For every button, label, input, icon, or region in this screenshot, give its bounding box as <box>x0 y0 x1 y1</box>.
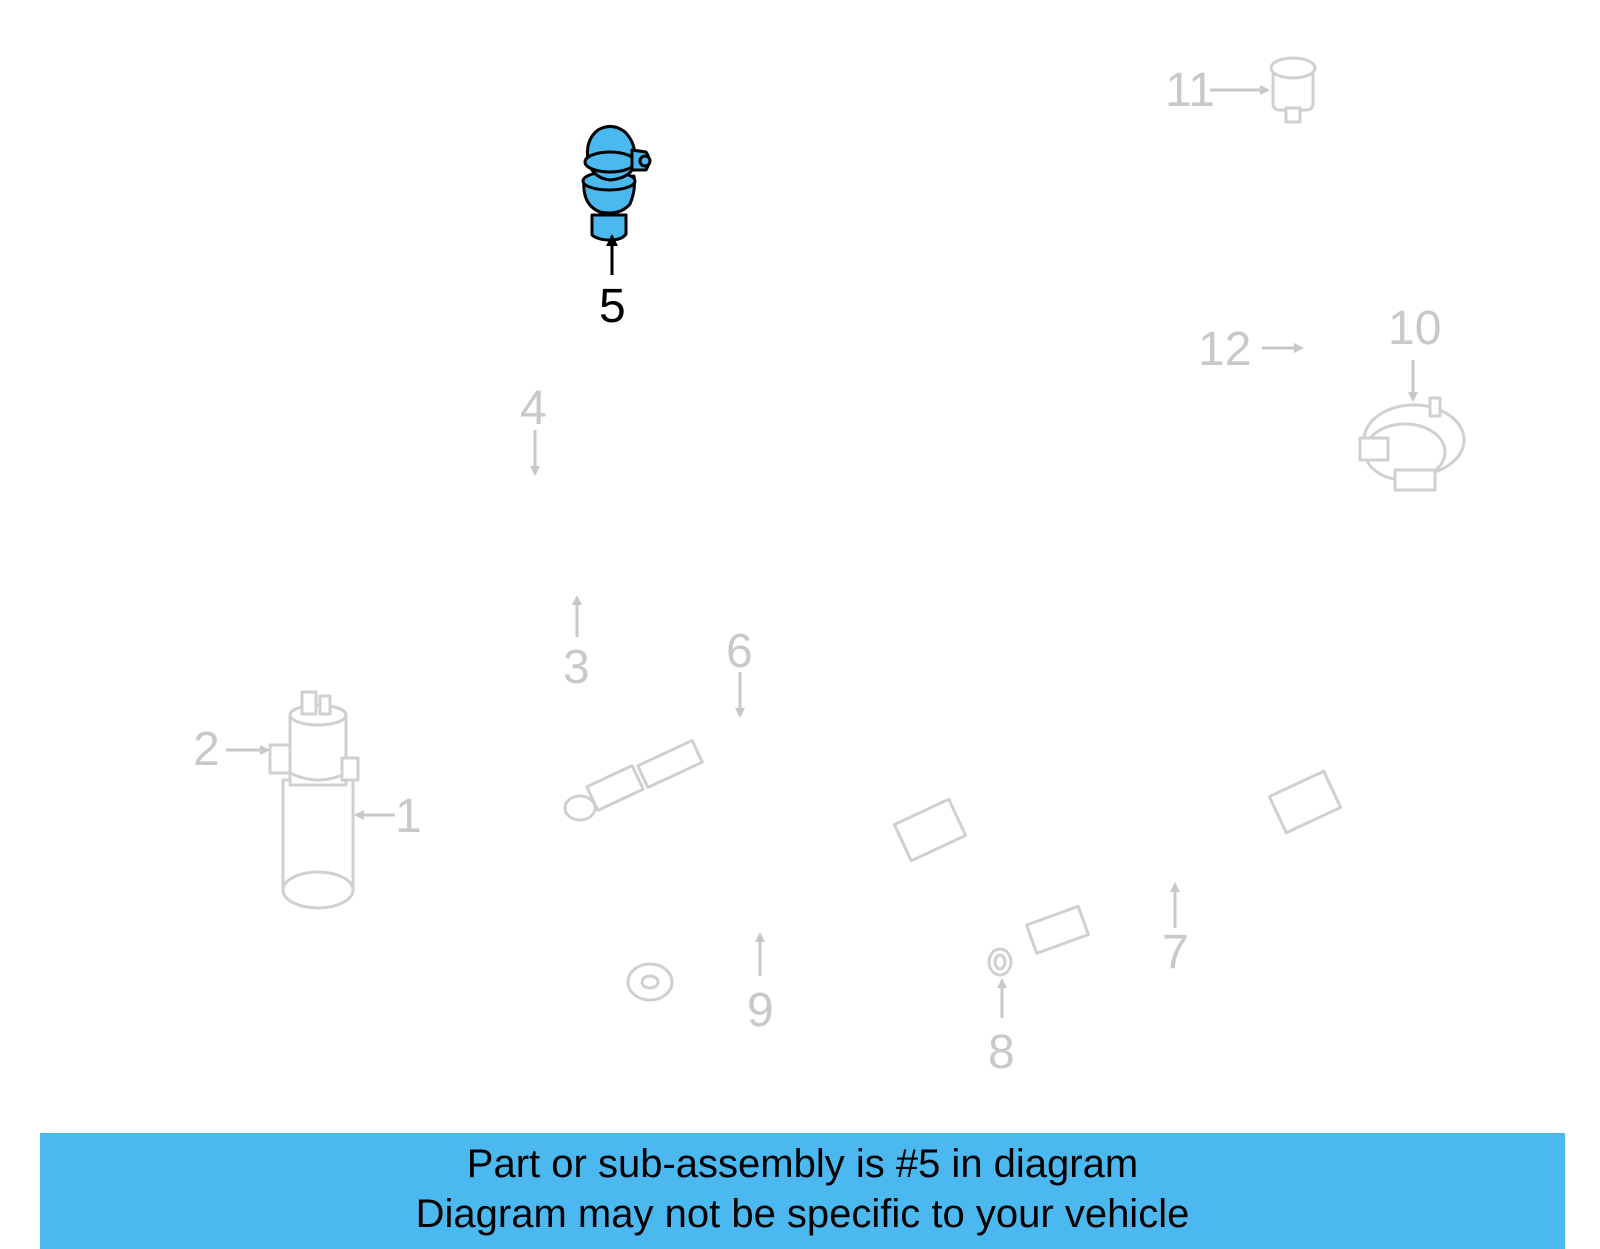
part-11-reservoir <box>1210 56 1317 124</box>
banner-line-1: Part or sub-assembly is #5 in diagram <box>466 1142 1139 1186</box>
callout-10: 10 <box>1388 302 1441 355</box>
callout-9: 9 <box>747 984 774 1037</box>
part-6-o2-sensor <box>563 661 863 822</box>
part-10-pump <box>1358 360 1466 492</box>
part-9-sensor <box>626 797 968 1002</box>
callout-1: 1 <box>395 790 422 843</box>
callout-6: 6 <box>726 625 753 678</box>
callout-8: 8 <box>988 1026 1015 1079</box>
banner-line-2: Diagram may not be specific to your vehi… <box>415 1192 1190 1236</box>
part-3-hose <box>394 556 664 644</box>
callout-3: 3 <box>563 641 590 694</box>
callout-11: 11 <box>1165 64 1215 117</box>
callout-7: 7 <box>1162 926 1189 979</box>
part-1-filter <box>226 690 395 910</box>
callout-5: 5 <box>599 280 626 333</box>
callout-2: 2 <box>193 723 220 776</box>
callout-12: 12 <box>1198 323 1251 376</box>
part-8-o-ring <box>987 947 1013 1018</box>
part-7-sensor <box>1024 769 1343 955</box>
banner-background <box>40 1133 1565 1249</box>
callout-4: 4 <box>520 382 547 435</box>
part-5-sensor[interactable] <box>581 125 652 275</box>
part-4-hose <box>415 430 589 582</box>
part-12-hose <box>1262 149 1324 396</box>
info-banner: Part or sub-assembly is #5 in diagram Di… <box>40 1133 1565 1249</box>
